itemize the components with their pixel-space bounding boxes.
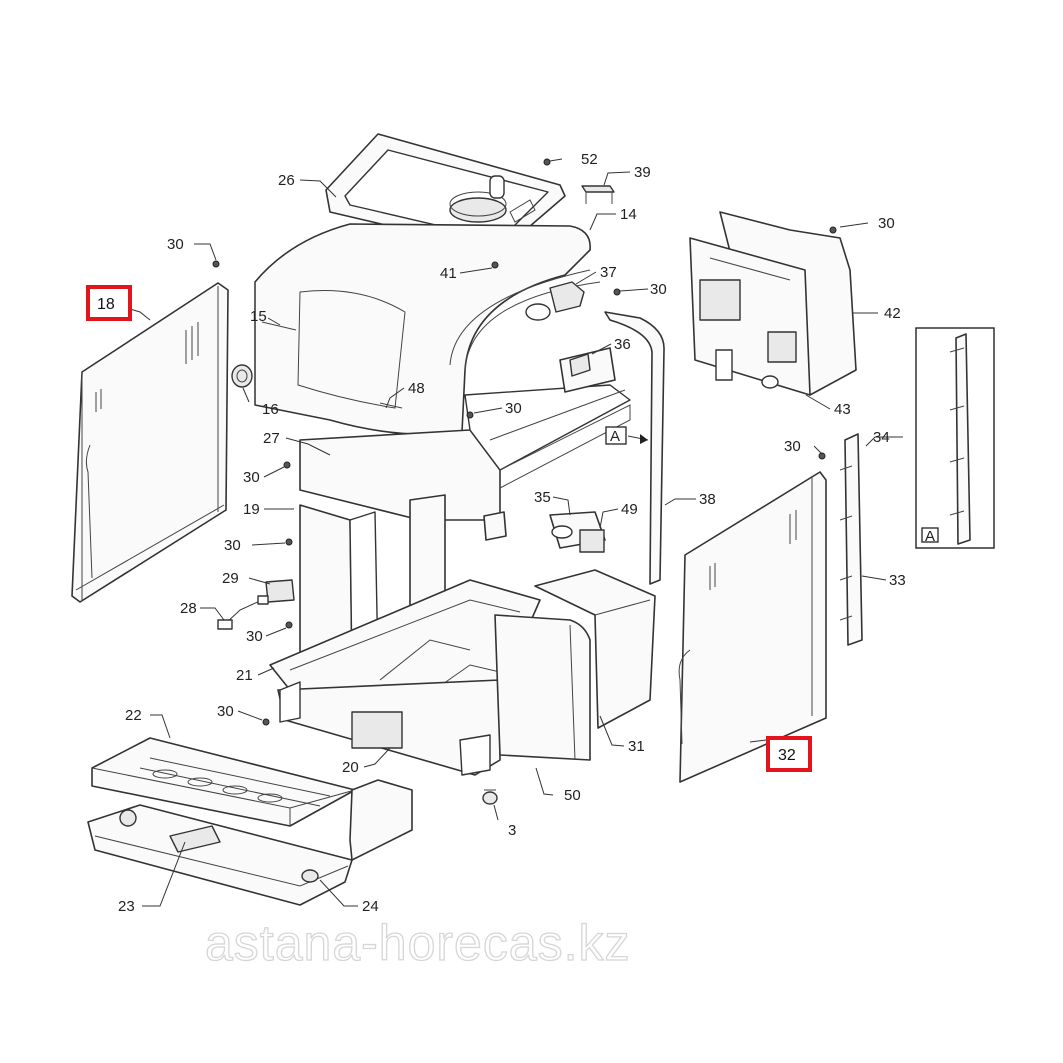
callout-42: 42 xyxy=(884,305,901,322)
callout-24: 24 xyxy=(362,898,379,915)
callout-26: 26 xyxy=(278,172,295,189)
callout-30-b: 30 xyxy=(878,215,895,232)
callout-38: 38 xyxy=(699,491,716,508)
callout-35: 35 xyxy=(534,489,551,506)
part-26-top-cover xyxy=(325,133,566,253)
callout-20: 20 xyxy=(342,759,359,776)
part-29-plate xyxy=(265,579,295,603)
callout-32: 32 xyxy=(778,747,796,764)
part-43-pcb xyxy=(689,237,811,396)
part-32-right-side-panel xyxy=(678,471,827,783)
inner-chassis xyxy=(299,347,631,671)
callout-labels: 26 52 39 14 30 30 41 37 30 42 36 15 16 4… xyxy=(118,151,906,915)
callout-52: 52 xyxy=(581,151,598,168)
part-50-front-door xyxy=(494,614,591,761)
part-3-foot xyxy=(482,789,498,805)
detail-a-pointer-label: A xyxy=(610,428,620,445)
callout-18: 18 xyxy=(97,296,115,313)
part-18-left-side-panel xyxy=(71,282,229,603)
part-33-rail xyxy=(839,433,863,646)
callout-22: 22 xyxy=(125,707,142,724)
callout-50: 50 xyxy=(564,787,581,804)
callout-43: 43 xyxy=(834,401,851,418)
callout-49: 49 xyxy=(621,501,638,518)
callout-48: 48 xyxy=(408,380,425,397)
callout-14: 14 xyxy=(620,206,637,223)
highlight-callout-18: 18 xyxy=(86,285,132,321)
callout-21: 21 xyxy=(236,667,253,684)
callout-15: 15 xyxy=(250,308,267,325)
callout-30-i: 30 xyxy=(217,703,234,720)
callout-30-c: 30 xyxy=(650,281,667,298)
callout-23: 23 xyxy=(118,898,135,915)
callout-30-g: 30 xyxy=(224,537,241,554)
part-38-right-frame xyxy=(604,311,665,585)
callout-33: 33 xyxy=(889,572,906,589)
part-20-base-tray xyxy=(277,679,501,776)
detail-a-pointer: A xyxy=(605,426,649,445)
callout-3: 3 xyxy=(508,822,516,839)
part-24-drip-tray xyxy=(87,779,413,906)
highlight-callout-32: 32 xyxy=(766,736,812,772)
part-35-49-valves xyxy=(549,511,606,553)
part-39 xyxy=(581,185,615,204)
part-31-inner-door xyxy=(534,569,656,729)
part-37 xyxy=(525,281,585,321)
callout-30-a: 30 xyxy=(167,236,184,253)
callout-28: 28 xyxy=(180,600,197,617)
callout-39: 39 xyxy=(634,164,651,181)
callout-19: 19 xyxy=(243,501,260,518)
callout-31: 31 xyxy=(628,738,645,755)
callout-34: 34 xyxy=(873,429,890,446)
callout-16: 16 xyxy=(262,401,279,418)
callout-41: 41 xyxy=(440,265,457,282)
callout-29: 29 xyxy=(222,570,239,587)
part-28-connector xyxy=(217,595,269,630)
leader-lines xyxy=(129,158,903,907)
callout-30-e: 30 xyxy=(784,438,801,455)
callout-30-d: 30 xyxy=(505,400,522,417)
detail-a-marker: A xyxy=(925,528,935,545)
callout-36: 36 xyxy=(614,336,631,353)
callout-27: 27 xyxy=(263,430,280,447)
watermark-text: astana-horecas.kz xyxy=(205,915,631,971)
part-22-drip-grate xyxy=(91,737,356,827)
callout-37: 37 xyxy=(600,264,617,281)
detail-a-box: A xyxy=(915,327,995,549)
screws xyxy=(212,158,837,726)
callout-30-h: 30 xyxy=(246,628,263,645)
callout-30-f: 30 xyxy=(243,469,260,486)
